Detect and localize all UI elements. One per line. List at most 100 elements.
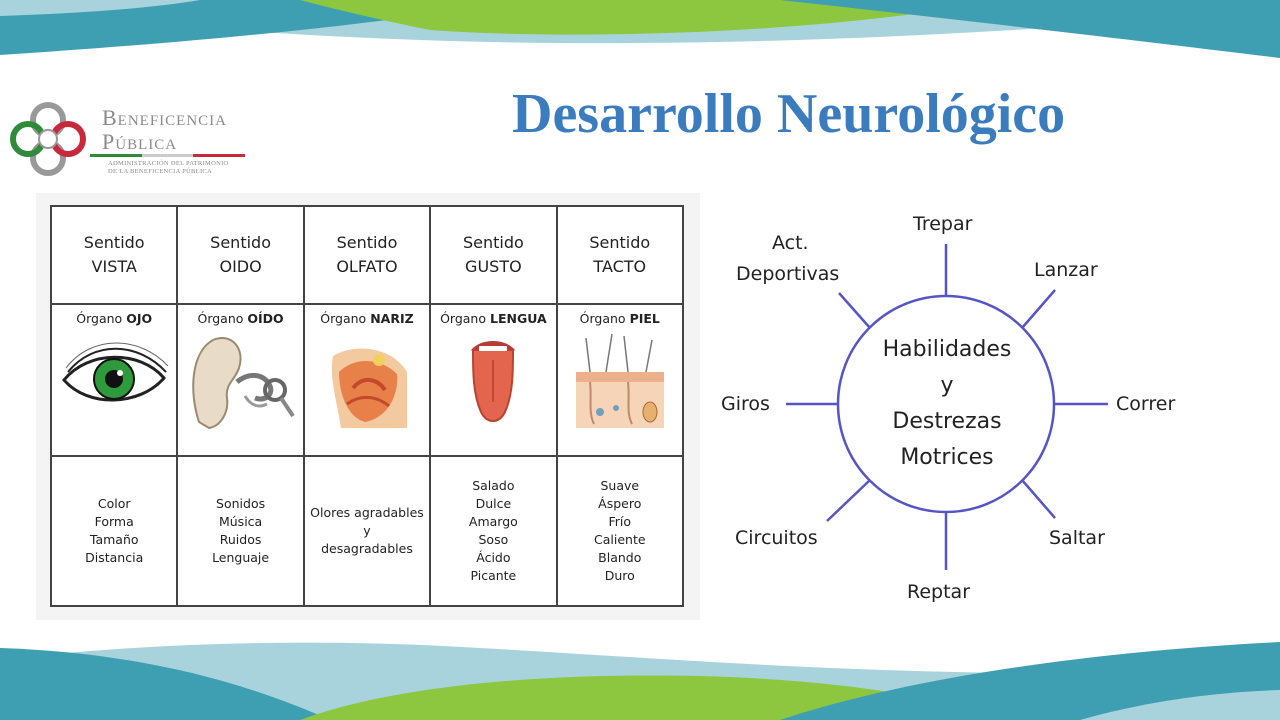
sense-word: Sentido — [83, 233, 145, 252]
skills-diagram-lines — [786, 244, 1108, 570]
stimulus-item: Distancia — [85, 550, 144, 565]
sense-word: Sentido — [336, 233, 398, 252]
skill-saltar: Saltar — [1049, 527, 1105, 549]
logo-line-1: Beneficencia — [102, 105, 228, 130]
organ-prefix: Órgano — [579, 311, 626, 326]
organ-label: Órgano OÍDO — [178, 311, 302, 326]
stimuli-cell: Olores agradables y desagradables — [302, 455, 432, 607]
stimuli-cell: Salado Dulce Amargo Soso Ácido Picante — [429, 455, 558, 607]
organ-name: OJO — [126, 311, 153, 326]
sense-word: Sentido — [462, 233, 524, 252]
logo-tricolor-rule — [90, 154, 246, 157]
organ-name: NARIZ — [370, 311, 414, 326]
stimulus-item: Ruidos — [219, 532, 262, 547]
stimulus-item: Tamaño — [89, 532, 139, 547]
stimulus-item: Forma — [94, 514, 134, 529]
center-line: Motrices — [900, 445, 994, 470]
spoke-saltar — [1021, 479, 1056, 519]
stimuli-cell: Suave Áspero Frío Caliente Blando Duro — [555, 455, 685, 607]
stimulus-item: Dulce — [475, 496, 512, 511]
page-title: Desarrollo Neurológico — [512, 83, 1066, 145]
stimuli-row: Color Forma Tamaño Distancia Sonidos Mús… — [49, 455, 685, 607]
beneficencia-publica-logo: Beneficencia Pública Administración del … — [8, 102, 258, 182]
stimulus-item: Ácido — [476, 550, 511, 565]
stimulus-item: y — [363, 523, 371, 538]
stimulus-item: Frío — [608, 514, 632, 529]
organ-cell: Órgano OÍDO — [176, 303, 305, 457]
stimulus-item: Olores agradables — [310, 505, 424, 520]
stimuli-cell: Sonidos Música Ruidos Lenguaje — [176, 455, 305, 607]
stimulus-item: desagradables — [321, 541, 413, 556]
stimulus-item: Duro — [604, 568, 635, 583]
spoke-lanzar — [1021, 289, 1056, 329]
emblem-icon — [10, 102, 86, 176]
sense-name: OLFATO — [336, 257, 398, 276]
center-line: Destrezas — [892, 409, 1002, 434]
organ-cell: Órgano PIEL — [555, 303, 685, 457]
organ-row: Órgano OJO Órgano OÍDO — [49, 303, 685, 457]
organ-cell: Órgano NARIZ — [302, 303, 432, 457]
ear-icon — [191, 337, 295, 430]
sense-word: Sentido — [210, 233, 271, 252]
organ-prefix: Órgano — [197, 311, 244, 326]
skill-deportivas: Deportivas — [736, 263, 840, 285]
logo-subtitle-1: Administración del Patrimonio — [108, 160, 229, 167]
stimulus-item: Blando — [598, 550, 642, 565]
skill-circuitos: Circuitos — [735, 527, 818, 549]
organ-label: Órgano LENGUA — [431, 311, 555, 326]
stimulus-item: Color — [97, 496, 131, 511]
sense-name: OIDO — [219, 257, 262, 276]
organ-name: LENGUA — [489, 311, 547, 326]
organ-cell: Órgano LENGUA — [429, 303, 558, 457]
organ-name: OÍDO — [247, 311, 284, 326]
stimuli-cell: Color Forma Tamaño Distancia — [49, 455, 179, 607]
sense-name: TACTO — [593, 257, 647, 276]
tongue-icon — [471, 341, 516, 422]
nose-icon — [331, 348, 407, 428]
organ-prefix: Órgano — [440, 311, 486, 326]
stimulus-item: Caliente — [594, 532, 646, 547]
center-line: Habilidades — [882, 337, 1012, 362]
organ-label: Órgano NARIZ — [305, 311, 429, 326]
organ-prefix: Órgano — [320, 311, 367, 326]
organ-prefix: Órgano — [76, 311, 123, 326]
bottom-wave-decoration — [0, 642, 1280, 720]
logo-line-2: Pública — [102, 129, 178, 154]
sense-name: VISTA — [91, 257, 137, 276]
organ-label: Órgano PIEL — [558, 311, 682, 326]
stimulus-item: Lenguaje — [212, 550, 270, 565]
skill-correr: Correr — [1116, 393, 1176, 415]
skill-act: Act. — [772, 232, 809, 254]
center-line: y — [940, 373, 954, 398]
stimulus-item: Sonidos — [216, 496, 266, 511]
spoke-circuitos — [826, 479, 871, 522]
stimulus-item: Picante — [470, 568, 517, 583]
top-wave-decoration — [0, 0, 1280, 58]
stimulus-item: Música — [218, 514, 263, 529]
organ-name: PIEL — [629, 311, 660, 326]
skill-trepar: Trepar — [913, 213, 973, 235]
skill-lanzar: Lanzar — [1034, 259, 1098, 281]
stimulus-item: Amargo — [468, 514, 518, 529]
sense-name: GUSTO — [465, 257, 522, 276]
stimulus-item: Áspero — [598, 496, 642, 511]
skills-center-text: Habilidades y Destrezas Motrices — [852, 332, 1042, 476]
sense-word: Sentido — [589, 233, 651, 252]
stimulus-item: Suave — [600, 478, 640, 493]
spoke-act-deportivas — [838, 292, 871, 329]
stimulus-item: Salado — [472, 478, 515, 493]
skin-icon — [575, 333, 664, 428]
stimulus-item: Soso — [478, 532, 509, 547]
skill-giros: Giros — [721, 393, 770, 415]
eye-icon — [62, 342, 169, 402]
organ-cell: Órgano OJO — [49, 303, 179, 457]
motor-skills-diagram: Habilidades y Destrezas Motrices Trepar … — [712, 198, 1212, 618]
